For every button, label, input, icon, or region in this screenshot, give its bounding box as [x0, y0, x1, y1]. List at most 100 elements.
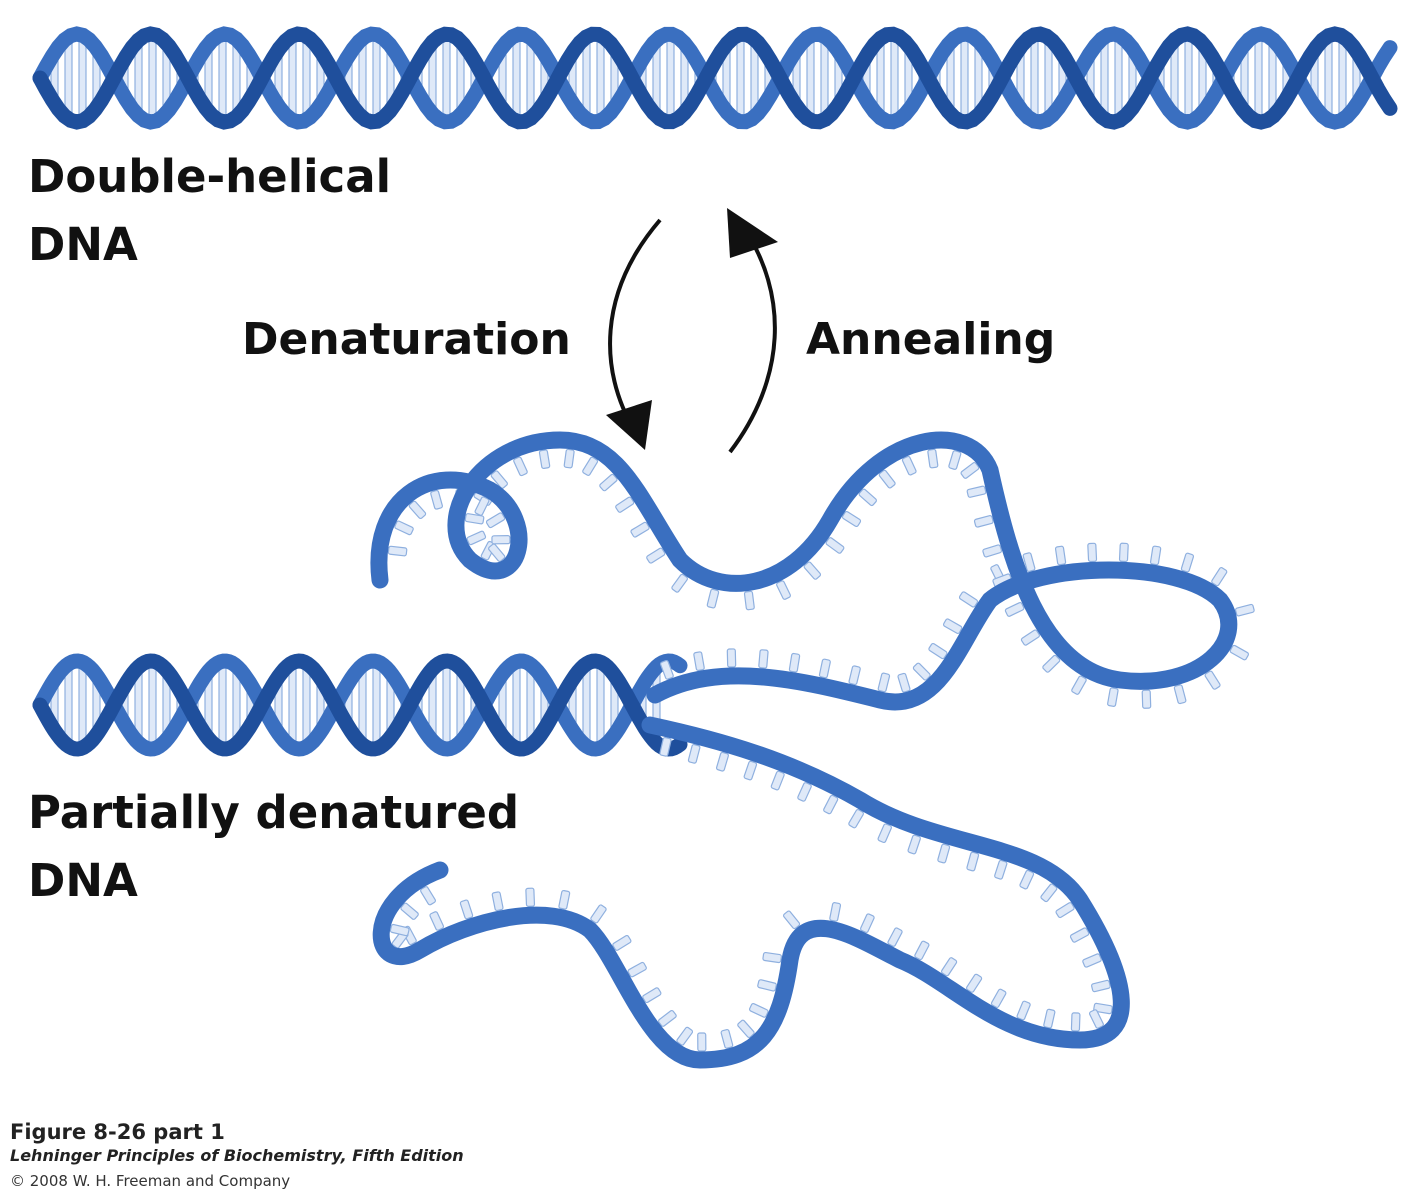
base: [726, 648, 737, 668]
base-pair: [442, 37, 451, 119]
base: [858, 488, 877, 507]
base: [1022, 552, 1036, 572]
base-pair: [1184, 37, 1193, 119]
label-annealing: Annealing: [806, 314, 1056, 365]
base: [466, 530, 487, 546]
base: [1149, 545, 1162, 566]
base: [770, 770, 785, 791]
base: [966, 851, 980, 872]
base: [982, 544, 1003, 558]
base: [1043, 1008, 1056, 1029]
base: [942, 618, 963, 635]
base: [429, 911, 445, 931]
backbone-strand: [370, 431, 1238, 711]
base: [1173, 684, 1187, 705]
base-pair: [582, 40, 591, 116]
base: [803, 561, 822, 580]
base-pair: [302, 39, 311, 117]
base: [758, 649, 769, 669]
base: [513, 456, 528, 477]
base: [590, 904, 607, 924]
base: [394, 520, 414, 536]
base-pair: [512, 38, 521, 118]
annealing-arrow: [728, 223, 777, 454]
base: [973, 515, 994, 528]
base-pair: [372, 37, 381, 119]
base: [914, 940, 930, 961]
base: [420, 886, 436, 906]
base: [697, 1032, 707, 1052]
base-pair: [1100, 40, 1109, 116]
base: [1091, 979, 1111, 993]
base: [823, 794, 839, 815]
base: [928, 643, 948, 660]
caption-source: Lehninger Principles of Biochemistry, Fi…: [10, 1146, 464, 1165]
base: [646, 547, 666, 564]
base-pair: [64, 40, 73, 116]
base: [887, 927, 903, 947]
base-pair: [442, 664, 451, 746]
base: [878, 469, 896, 489]
base: [966, 485, 987, 498]
base: [783, 910, 801, 930]
label-partially-denatured: Partially denatured: [28, 786, 520, 839]
base: [612, 934, 632, 951]
label-double-helical: Double-helical: [28, 150, 392, 203]
base: [1020, 629, 1040, 646]
base: [389, 923, 410, 937]
base: [1070, 1012, 1081, 1032]
base-pair: [806, 39, 815, 117]
base: [743, 590, 755, 611]
base: [488, 543, 506, 562]
base: [829, 902, 842, 922]
base: [1211, 567, 1228, 587]
base-pair: [372, 664, 381, 746]
base: [582, 456, 599, 476]
base: [1234, 603, 1255, 617]
base: [1040, 883, 1058, 903]
base: [615, 496, 635, 513]
base: [659, 736, 672, 757]
backbone-strand: [32, 653, 688, 757]
base: [660, 660, 674, 680]
base: [848, 665, 861, 686]
base: [960, 462, 980, 479]
base: [1087, 542, 1098, 563]
base-pair: [596, 38, 605, 118]
base: [958, 591, 979, 608]
base: [430, 489, 443, 510]
base: [1141, 689, 1152, 709]
base-pair: [1254, 37, 1263, 119]
base: [538, 449, 551, 470]
backbone-strand: [32, 653, 688, 757]
base: [818, 658, 831, 679]
single-strand-upper: [370, 431, 1255, 711]
base: [1054, 545, 1067, 566]
single-strand-lower: [372, 716, 1130, 1069]
base: [1107, 687, 1119, 707]
base-pair: [78, 38, 87, 118]
label-dna-top: DNA: [28, 218, 138, 271]
base-pair: [666, 37, 675, 119]
base: [676, 1026, 694, 1046]
base-pair: [218, 37, 227, 119]
base: [558, 889, 571, 910]
base-pair: [582, 667, 591, 743]
base: [749, 1003, 769, 1018]
base-pair: [218, 664, 227, 746]
base: [907, 834, 921, 855]
base-pair: [358, 42, 367, 114]
base: [937, 843, 951, 864]
base: [776, 580, 791, 600]
base: [825, 537, 845, 554]
base: [1180, 552, 1195, 573]
double-helix-top: [32, 26, 1398, 130]
base: [563, 448, 575, 469]
base: [1016, 1000, 1031, 1021]
base-pair: [358, 669, 367, 741]
base: [860, 913, 875, 933]
base: [706, 588, 720, 609]
base-pair: [288, 666, 297, 744]
base: [627, 961, 647, 978]
